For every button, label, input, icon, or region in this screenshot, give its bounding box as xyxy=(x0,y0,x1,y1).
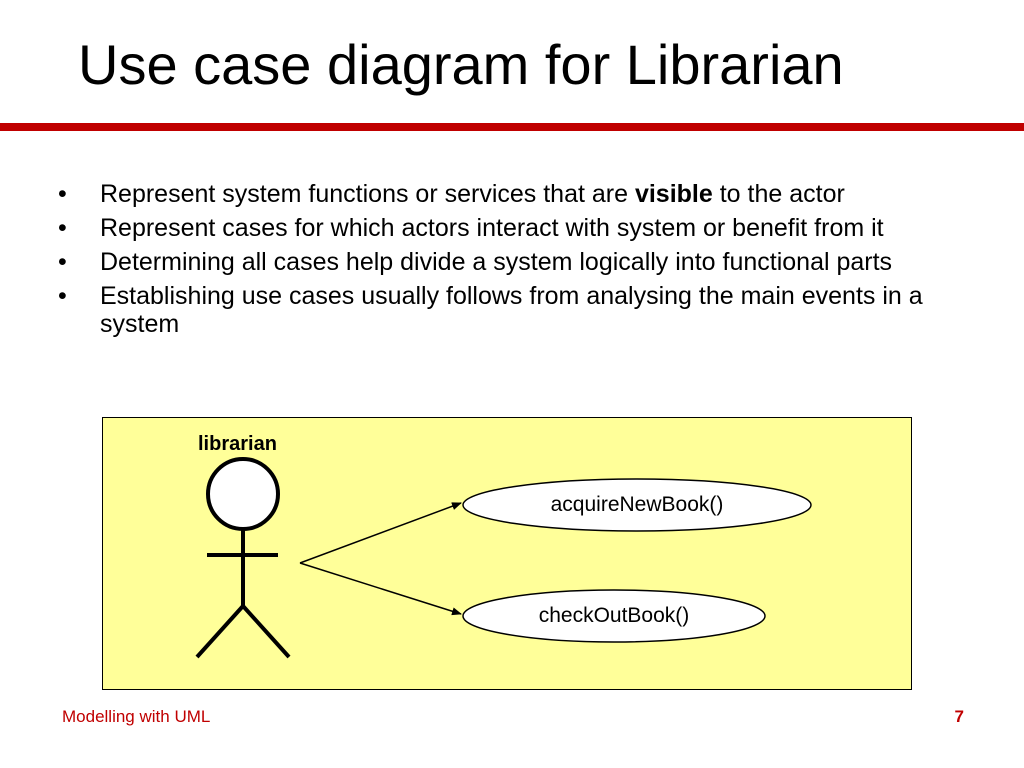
slide-title: Use case diagram for Librarian xyxy=(78,33,844,96)
bullet-marker: • xyxy=(58,282,67,310)
actor-head xyxy=(206,457,280,531)
bullet-text: Represent cases for which actors interac… xyxy=(100,214,884,242)
bullet-emphasis: visible xyxy=(634,180,713,208)
page-number: 7 xyxy=(954,707,964,726)
bullet-text-tail: to the actor xyxy=(712,180,845,208)
use-case-acquire-ellipse xyxy=(462,478,812,532)
bullet-marker: • xyxy=(58,180,67,208)
use-case-checkout-ellipse xyxy=(462,589,766,643)
bullet-text: Determining all cases help divide a syst… xyxy=(100,248,893,276)
association-acquire xyxy=(299,502,462,564)
bullet-text: Represent system functions or services t… xyxy=(100,180,635,208)
title-divider xyxy=(0,123,1024,131)
use-case-acquire-label: acquireNewBook() xyxy=(550,493,724,516)
bullet-item: • Determining all cases help divide a sy… xyxy=(58,248,958,276)
bullet-marker: • xyxy=(58,214,67,242)
actor-label: librarian xyxy=(198,433,277,455)
use-case-checkout-label: checkOutBook() xyxy=(538,604,690,627)
actor-left-leg xyxy=(195,604,245,659)
bullet-list: • Represent system functions or services… xyxy=(58,180,958,344)
association-checkout xyxy=(299,562,462,616)
bullet-text: Establishing use cases usually follows f… xyxy=(100,282,923,338)
actor-stick-figure xyxy=(195,457,291,659)
bullet-item: • Represent system functions or services… xyxy=(58,180,958,208)
bullet-item: • Establishing use cases usually follows… xyxy=(58,282,958,338)
footer-course-title: Modelling with UML xyxy=(62,707,211,726)
actor-right-leg xyxy=(241,604,291,659)
bullet-item: • Represent cases for which actors inter… xyxy=(58,214,958,242)
bullet-marker: • xyxy=(58,248,67,276)
